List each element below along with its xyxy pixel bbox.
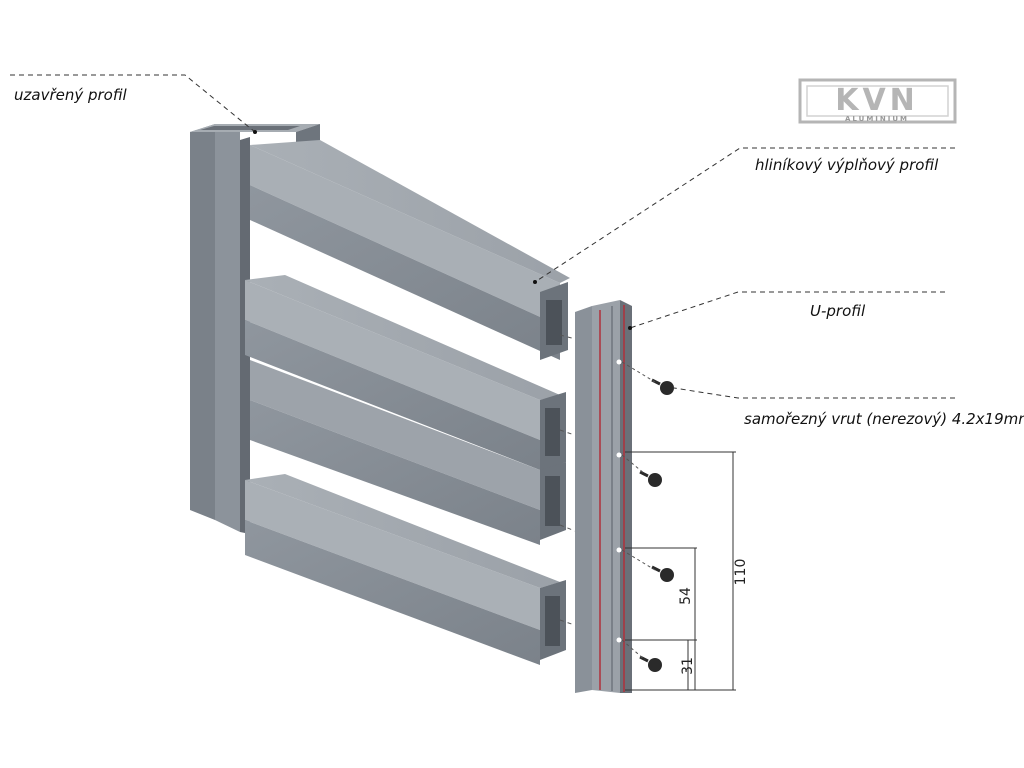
dimension-31: 31 xyxy=(680,657,696,675)
screw-3 xyxy=(651,565,674,582)
logo-mark: KVN xyxy=(835,83,919,118)
leader-dot-u xyxy=(628,326,632,330)
screws xyxy=(639,378,674,672)
kvn-logo: KVN ALUMINIUM xyxy=(798,78,957,124)
infill-slat-bottom xyxy=(245,474,566,665)
label-u-profile: U-profil xyxy=(810,302,866,320)
leader-lines xyxy=(10,74,955,399)
screw-2 xyxy=(639,470,662,487)
leader-dot-closed xyxy=(253,130,257,134)
label-closed-profile: uzavřený profil xyxy=(14,86,128,104)
dimension-lines xyxy=(625,451,736,691)
dimension-110: 110 xyxy=(733,559,749,586)
screw-1 xyxy=(651,378,674,395)
infill-slat-top xyxy=(250,140,570,360)
closed-profile-post xyxy=(190,124,320,534)
label-screw: samořezný vrut (nerezový) 4.2x19mm xyxy=(744,410,1024,428)
leader-dot-infill xyxy=(533,280,537,284)
screw-4 xyxy=(639,655,662,672)
dimension-54: 54 xyxy=(678,587,694,605)
infill-slat-3 xyxy=(250,360,566,545)
label-infill-profile: hliníkový výplňový profil xyxy=(755,156,939,174)
u-profile xyxy=(575,300,632,693)
screw-guide-lines xyxy=(621,361,656,661)
infill-slat-2 xyxy=(245,275,566,472)
logo-sub: ALUMINIUM xyxy=(845,115,909,123)
